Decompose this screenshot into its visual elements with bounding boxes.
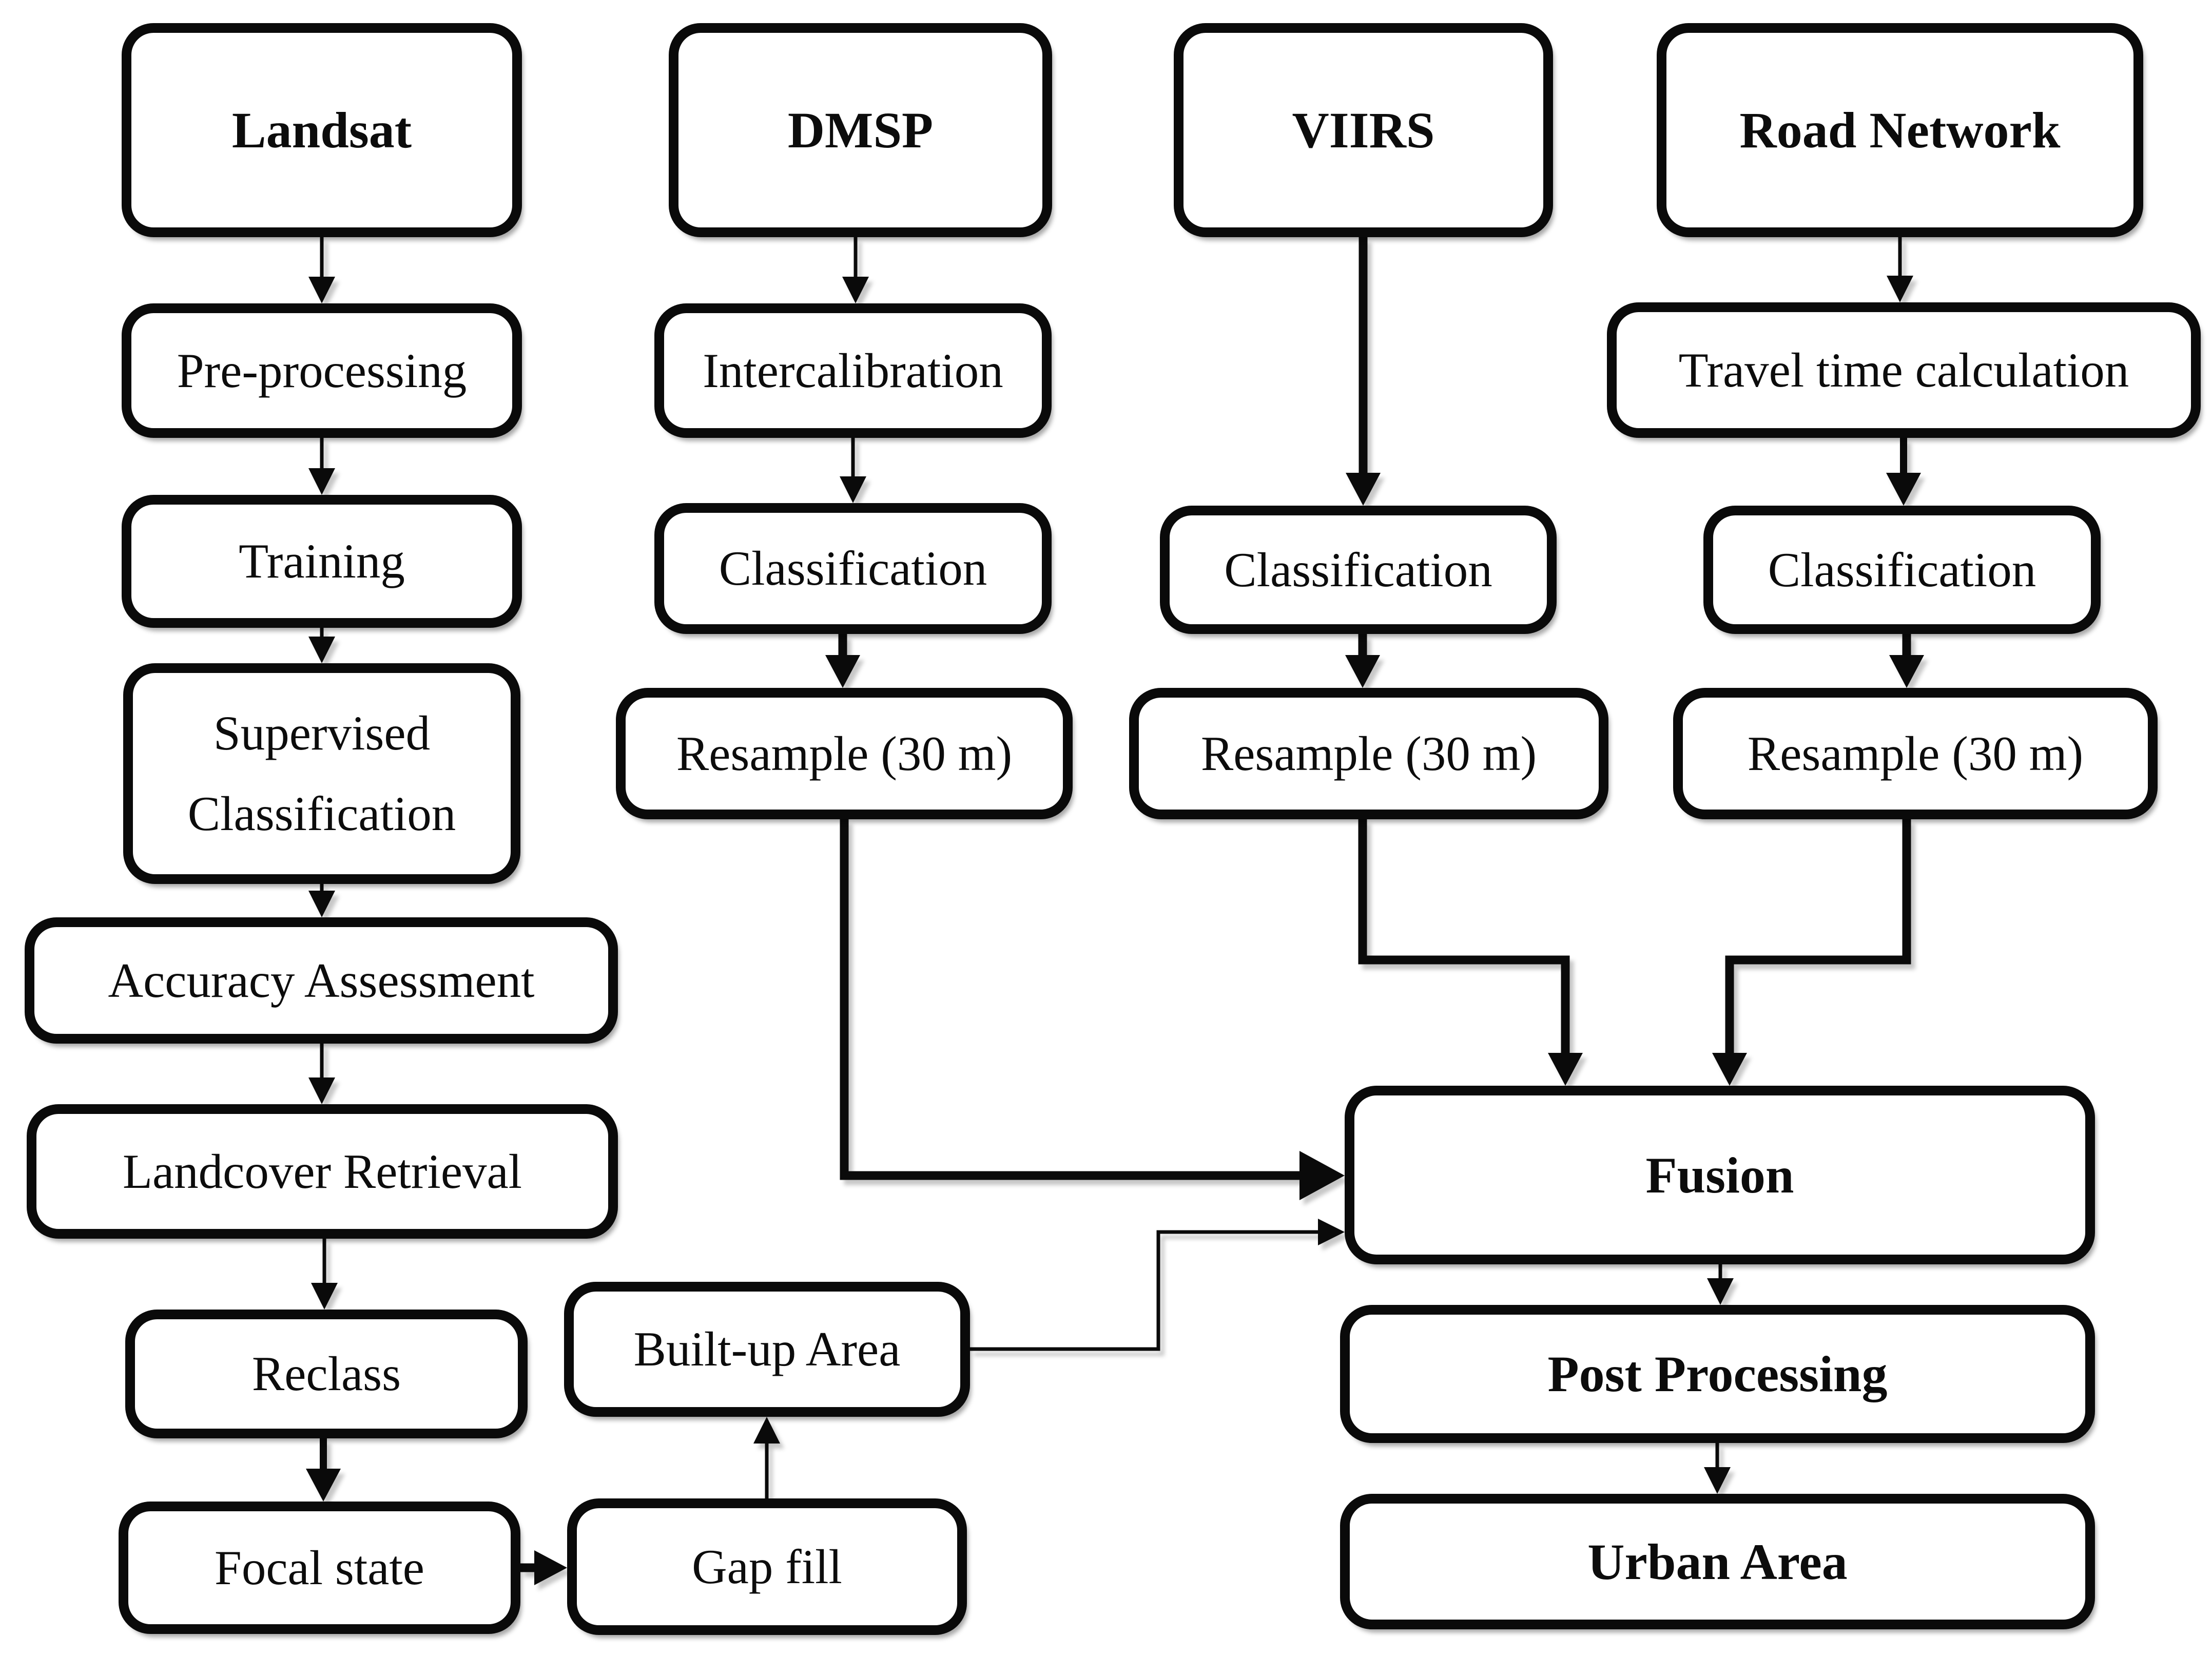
edge-intercalibration-classification [840, 438, 866, 503]
node-label: Landcover Retrieval [122, 1144, 522, 1199]
node-training: Training [122, 495, 522, 628]
node-focal-state: Focal state [119, 1502, 520, 1634]
node-label: Focal state [215, 1540, 424, 1595]
edge-preprocessing-training [308, 438, 335, 495]
node-label: Travel time calculation [1678, 342, 2129, 397]
node-urban-area: Urban Area [1340, 1494, 2095, 1629]
node-gap-fill: Gap fill [567, 1498, 967, 1635]
node-label: Resample (30 m) [676, 726, 1013, 781]
node-supervised-classification: Supervised Classification [123, 663, 520, 884]
edge-landcover-reclass [311, 1239, 338, 1310]
node-reclass: Reclass [125, 1310, 528, 1438]
edge-builtup-fusion [970, 1219, 1345, 1351]
node-label: Intercalibration [703, 343, 1003, 398]
edge-dmsp-intercalibration [842, 237, 869, 303]
edge-resample-road-fusion [1712, 819, 1911, 1086]
node-label: Accuracy Assessment [108, 953, 535, 1008]
edge-training-supervised [308, 628, 335, 663]
edge-accuracy-landcover [308, 1044, 335, 1104]
node-label: Classification [1224, 542, 1492, 597]
node-travel-time-calculation: Travel time calculation [1607, 302, 2201, 438]
node-intercalibration: Intercalibration [654, 303, 1052, 438]
node-label: Pre-processing [177, 343, 467, 398]
edge-gapfill-builtup [753, 1417, 780, 1498]
node-fusion: Fusion [1345, 1086, 2095, 1264]
node-label: Post Processing [1547, 1345, 1888, 1402]
node-label: Training [239, 534, 405, 589]
edge-classification-resample-dmsp [825, 634, 860, 688]
edge-resample-viirs-fusion [1358, 819, 1583, 1086]
node-pre-processing: Pre-processing [122, 303, 522, 438]
edge-road-traveltime [1887, 237, 1913, 302]
node-label: Gap fill [692, 1539, 842, 1594]
node-built-up-area: Built-up Area [564, 1282, 970, 1417]
node-resample-road: Resample (30 m) [1673, 688, 2158, 819]
node-landcover-retrieval: Landcover Retrieval [27, 1104, 618, 1239]
node-label: DMSP [787, 102, 934, 159]
node-dmsp: DMSP [669, 23, 1052, 237]
edge-reclass-focalstate [306, 1438, 341, 1502]
node-label: Reclass [251, 1346, 401, 1401]
edge-classification-resample-road [1889, 634, 1924, 688]
node-viirs: VIIRS [1174, 23, 1553, 237]
edge-traveltime-classification [1886, 438, 1921, 506]
node-classification-viirs: Classification [1160, 506, 1557, 634]
node-landsat: Landsat [122, 23, 522, 237]
node-label: Resample (30 m) [1747, 726, 2084, 781]
node-resample-dmsp: Resample (30 m) [616, 688, 1073, 819]
node-classification-road: Classification [1703, 506, 2101, 634]
node-post-processing: Post Processing [1340, 1305, 2095, 1443]
node-label: Fusion [1645, 1146, 1794, 1204]
node-road-network: Road Network [1657, 23, 2143, 237]
node-label: VIIRS [1292, 102, 1435, 159]
edge-fusion-postprocessing [1707, 1264, 1734, 1305]
edge-viirs-classification [1346, 237, 1381, 506]
edge-landsat-preprocessing [308, 237, 335, 303]
edge-postprocessing-urbanarea [1704, 1443, 1731, 1494]
node-label: Classification [719, 541, 987, 596]
node-label: Landsat [231, 102, 412, 159]
node-resample-viirs: Resample (30 m) [1129, 688, 1608, 819]
node-classification-dmsp: Classification [654, 503, 1052, 634]
node-label: Built-up Area [633, 1322, 901, 1377]
node-accuracy-assessment: Accuracy Assessment [25, 917, 618, 1044]
edge-focalstate-gapfill [520, 1550, 567, 1585]
edge-supervised-accuracy [308, 884, 335, 917]
node-label: Resample (30 m) [1200, 726, 1537, 781]
node-label: Urban Area [1587, 1533, 1848, 1590]
node-label: Supervised Classification [187, 706, 456, 841]
node-label: Classification [1768, 542, 2036, 597]
node-label: Road Network [1739, 102, 2061, 159]
edge-classification-resample-viirs [1345, 634, 1380, 688]
edge-resample-dmsp-fusion [840, 819, 1345, 1200]
